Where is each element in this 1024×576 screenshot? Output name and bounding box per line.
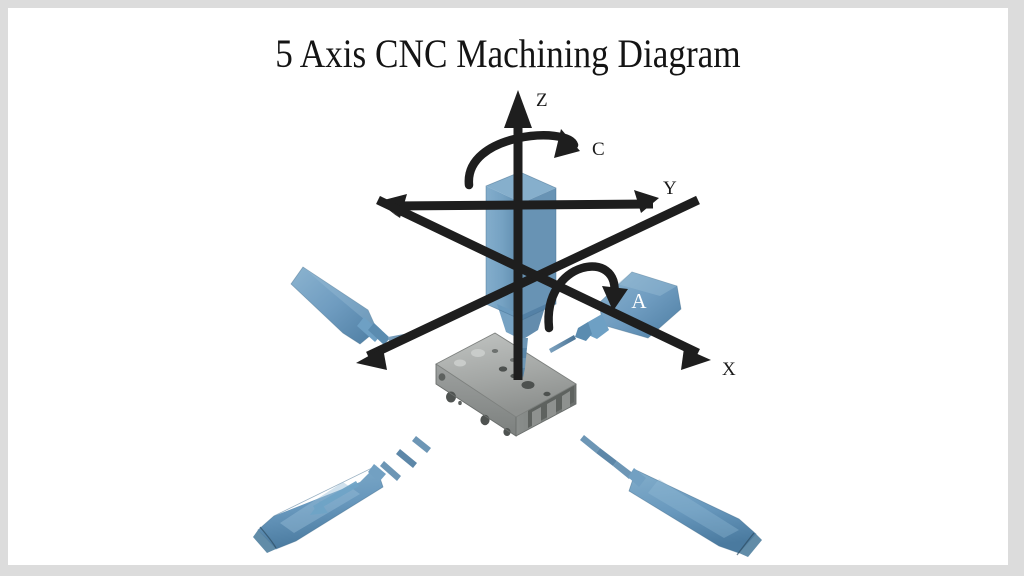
cnc-diagram-svg: A Y X — [253, 90, 762, 557]
spindle-lower-left — [253, 436, 431, 553]
axis-c-rotation: C — [464, 129, 605, 190]
spindle-left — [290, 266, 421, 345]
axis-a-rotation — [544, 262, 628, 333]
page-title: 5 Axis CNC Machining Diagram — [275, 31, 741, 76]
axis-label-c: C — [592, 139, 605, 160]
axis-label-y: Y — [663, 178, 677, 199]
spindle-body-left — [291, 267, 377, 344]
axis-label-x: X — [722, 359, 736, 380]
axis-x: X — [376, 195, 736, 380]
block-front-face — [436, 364, 516, 436]
spindle-lower-right — [580, 435, 762, 557]
axis-z: Z — [504, 90, 548, 380]
diagram-canvas: 5 Axis CNC Machining Diagram — [8, 8, 1008, 565]
axis-label-z: Z — [536, 90, 548, 111]
machined-block — [435, 332, 577, 437]
tool-bit-lower-left — [380, 436, 431, 481]
spindle-body-lower-right — [629, 470, 756, 553]
tool-bit-right — [549, 335, 576, 353]
tool-bit-lower-right — [580, 435, 634, 479]
axis-label-a: A — [631, 289, 647, 313]
block-top-face — [436, 333, 576, 417]
